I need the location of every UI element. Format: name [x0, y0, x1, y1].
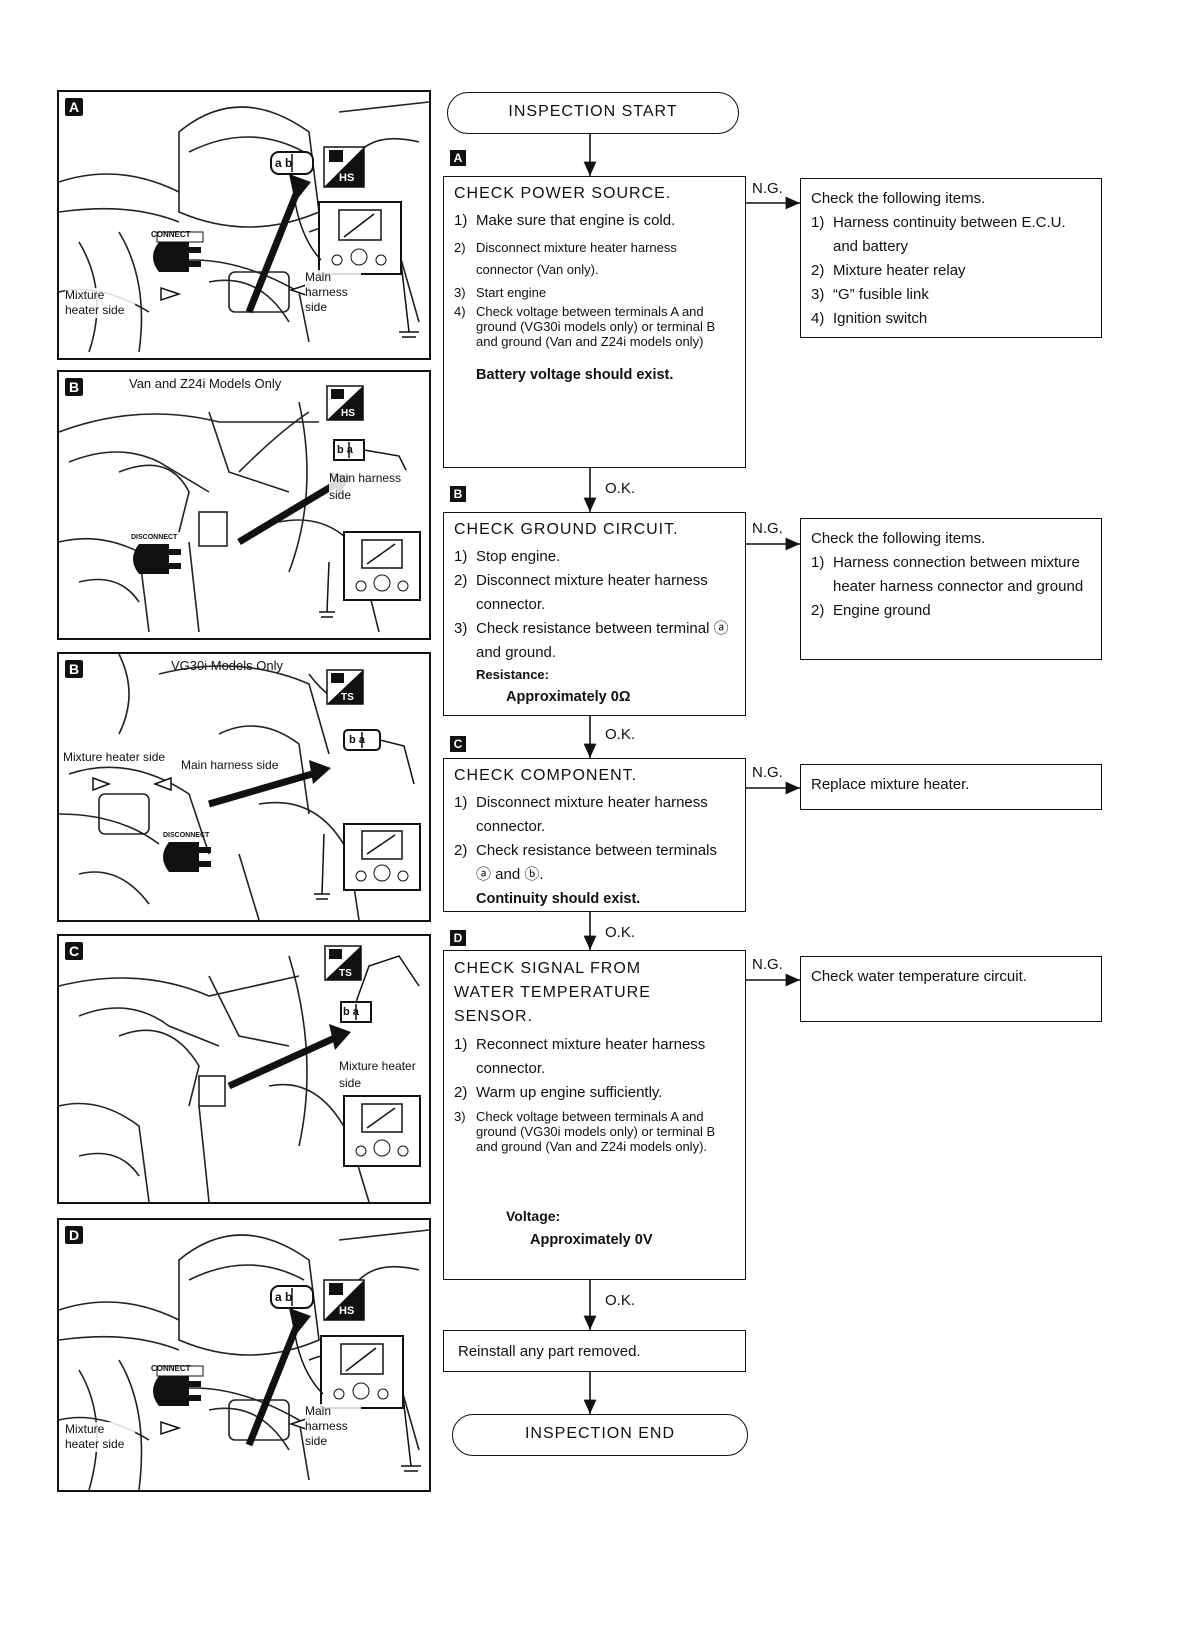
- ng-c-text: Replace mixture heater.: [811, 776, 970, 793]
- ng-box-b: Check the following items. 1)Harness con…: [800, 518, 1102, 660]
- ok-label-c: O.K.: [605, 924, 636, 941]
- step-title-water-temp-signal: CHECK SIGNAL FROM WATER TEMPERATURE SENS…: [454, 960, 651, 1025]
- ok-label-b: O.K.: [605, 726, 636, 743]
- final-step-text: Reinstall any part removed.: [458, 1343, 641, 1360]
- label-main-harness-side-a: Main harness side: [305, 270, 361, 315]
- step-b-item-2: 2)Disconnect mixture heater harness conn…: [454, 572, 708, 613]
- ok-label-d: O.K.: [605, 1292, 636, 1309]
- step-title-power-source: CHECK POWER SOURCE.: [454, 185, 672, 202]
- panel-letter-b-vg30i: B: [65, 660, 83, 678]
- final-step-box: Reinstall any part removed.: [443, 1330, 746, 1372]
- step-box-power-source: CHECK POWER SOURCE. 1)Make sure that eng…: [443, 176, 746, 468]
- connector-label-b-vg30i: b a: [349, 734, 365, 746]
- step-a-item-4: 4)Check voltage between terminals A and …: [454, 304, 716, 349]
- mode-label-c: TS: [339, 968, 352, 979]
- ng-box-c: Replace mixture heater.: [800, 764, 1102, 810]
- step-box-ground-circuit: CHECK GROUND CIRCUIT. 1)Stop engine. 2)D…: [443, 512, 746, 716]
- caption-vg30i: VG30i Models Only: [171, 658, 283, 673]
- mode-label-d: HS: [339, 1305, 355, 1317]
- step-a-item-3: 3)Start engine: [454, 285, 547, 300]
- label-mixture-heater-side-c: Mixture heater side: [339, 1058, 423, 1092]
- connect-badge-a: CONNECT: [151, 230, 191, 239]
- label-main-harness-side-b-vg30i: Main harness side: [181, 758, 281, 773]
- label-mixture-heater-side-b-vg30i: Mixture heater side: [63, 750, 173, 765]
- mode-label-b-vg30i: TS: [341, 692, 354, 703]
- step-letter-b: B: [450, 486, 466, 502]
- step-c-item-1: 1)Disconnect mixture heater harness conn…: [454, 794, 708, 835]
- engine-illustration-b-vg30i: [59, 654, 421, 920]
- label-main-harness-side-b-van: Main harness side: [329, 470, 419, 504]
- step-box-component: CHECK COMPONENT. 1)Disconnect mixture he…: [443, 758, 746, 912]
- step-d-item-2: 2)Warm up engine sufficiently.: [454, 1084, 663, 1101]
- illustration-panel-a: A HS a b CONNECT Mixture heater side Mai…: [57, 90, 431, 360]
- step-b-result: Approximately 0Ω: [506, 689, 631, 705]
- ng-d-text: Check water temperature circuit.: [811, 968, 1027, 985]
- ng-a-item-1: 1)Harness continuity between E.C.U. and …: [811, 214, 1066, 255]
- illustration-panel-b-van: B Van and Z24i Models Only HS b a DISCON…: [57, 370, 431, 640]
- connector-label-c: b a: [343, 1006, 359, 1018]
- ng-label-a: N.G.: [752, 180, 783, 197]
- engine-illustration-c: [59, 945, 421, 1202]
- connect-badge-d: CONNECT: [151, 1364, 191, 1373]
- ng-box-d: Check water temperature circuit.: [800, 956, 1102, 1022]
- step-d-result-label: Voltage:: [506, 1208, 561, 1224]
- panel-letter-d: D: [65, 1226, 83, 1244]
- ng-label-d: N.G.: [752, 956, 783, 973]
- illustration-panel-c: C TS b a Mixture heater side: [57, 934, 431, 1204]
- step-b-result-label: Resistance:: [476, 667, 549, 682]
- inspection-start: INSPECTION START: [447, 92, 739, 134]
- step-d-item-3: 3)Check voltage between terminals A and …: [454, 1109, 716, 1154]
- mode-label-b-van: HS: [341, 408, 355, 419]
- ng-a-header: Check the following items.: [811, 190, 986, 207]
- ng-a-item-2: 2)Mixture heater relay: [811, 262, 966, 279]
- disconnect-badge-b-van: DISCONNECT: [131, 534, 178, 541]
- panel-letter-c: C: [65, 942, 83, 960]
- panel-letter-a: A: [65, 98, 83, 116]
- step-b-item-3: 3)Check resistance between terminal ⓐ an…: [454, 620, 729, 661]
- engine-illustration-d: [59, 1229, 429, 1490]
- step-c-item-2: 2)Check resistance between terminals ⓐ a…: [454, 842, 717, 883]
- ng-b-item-2: 2)Engine ground: [811, 602, 931, 619]
- disconnect-badge-b-vg30i: DISCONNECT: [163, 832, 210, 839]
- step-title-ground-circuit: CHECK GROUND CIRCUIT.: [454, 521, 679, 538]
- step-b-item-1: 1)Stop engine.: [454, 548, 561, 565]
- label-main-harness-side-d: Main harness side: [305, 1404, 361, 1449]
- ng-b-item-1: 1)Harness connection between mixture hea…: [811, 554, 1084, 595]
- label-mixture-heater-side-a: Mixture heater side: [65, 288, 135, 318]
- ok-label-a: O.K.: [605, 480, 636, 497]
- inspection-end: INSPECTION END: [452, 1414, 748, 1456]
- caption-van-z24i: Van and Z24i Models Only: [129, 376, 282, 391]
- step-letter-c: C: [450, 736, 466, 752]
- step-letter-a: A: [450, 150, 466, 166]
- step-c-result: Continuity should exist.: [476, 891, 641, 907]
- ng-b-header: Check the following items.: [811, 530, 986, 547]
- ng-a-item-4: 4)Ignition switch: [811, 310, 928, 327]
- connector-label-a: a b: [275, 156, 293, 170]
- engine-illustration-a: [59, 101, 429, 353]
- ng-label-c: N.G.: [752, 764, 783, 781]
- connector-label-b-van: b a: [337, 444, 353, 456]
- step-a-item-1: 1)Make sure that engine is cold.: [454, 212, 676, 229]
- step-letter-d: D: [450, 930, 466, 946]
- step-title-component: CHECK COMPONENT.: [454, 767, 638, 784]
- label-mixture-heater-side-d: Mixture heater side: [65, 1422, 135, 1452]
- step-box-water-temp-signal: CHECK SIGNAL FROM WATER TEMPERATURE SENS…: [443, 950, 746, 1280]
- panel-letter-b-van: B: [65, 378, 83, 396]
- step-d-result: Approximately 0V: [530, 1232, 653, 1248]
- engine-illustration-b-van: [59, 385, 421, 633]
- step-a-result: Battery voltage should exist.: [476, 367, 674, 383]
- ng-a-item-3: 3)“G” fusible link: [811, 286, 929, 303]
- connector-label-d: a b: [275, 1290, 293, 1304]
- mode-label-a: HS: [339, 172, 355, 184]
- ng-label-b: N.G.: [752, 520, 783, 537]
- illustration-panel-d: D HS a b CONNECT Mixture heater side Mai…: [57, 1218, 431, 1492]
- step-d-item-1: 1)Reconnect mixture heater harness conne…: [454, 1036, 706, 1077]
- illustration-panel-b-vg30i: B VG30i Models Only TS b a DISCONNECT Mi…: [57, 652, 431, 922]
- step-a-item-2: 2)Disconnect mixture heater harness conn…: [454, 240, 677, 277]
- ng-box-a: Check the following items. 1)Harness con…: [800, 178, 1102, 338]
